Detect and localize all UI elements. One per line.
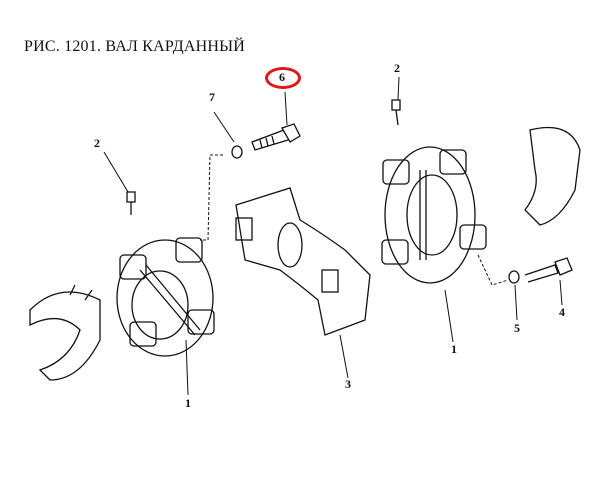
- yoke-left: [29, 284, 101, 381]
- callout-3: 3: [345, 377, 351, 391]
- callout-1-left: 1: [185, 396, 191, 410]
- washer-5: [508, 270, 520, 284]
- yoke-right: [524, 126, 581, 226]
- bolt-4: [524, 257, 573, 283]
- figure-title: РИС. 1201. ВАЛ КАРДАННЫЙ: [24, 38, 246, 55]
- callout-2-right: 2: [394, 61, 400, 75]
- grease-fitting-left: [126, 191, 136, 215]
- callout-1-right: 1: [451, 342, 457, 356]
- grease-fitting-right: [391, 99, 401, 126]
- callout-5: 5: [514, 321, 520, 335]
- callout-6: 6: [279, 70, 285, 84]
- callout-4: 4: [559, 305, 565, 319]
- washer-7: [231, 145, 243, 159]
- spider-cross-left: [116, 237, 215, 357]
- spider-cross-right: [381, 146, 487, 284]
- callout-7: 7: [209, 90, 215, 104]
- leader-lines: [103, 76, 563, 396]
- bolt-6: [251, 123, 301, 151]
- center-shaft-3: [235, 187, 371, 336]
- highlight-circle: [265, 67, 301, 89]
- callout-2-left: 2: [94, 136, 100, 150]
